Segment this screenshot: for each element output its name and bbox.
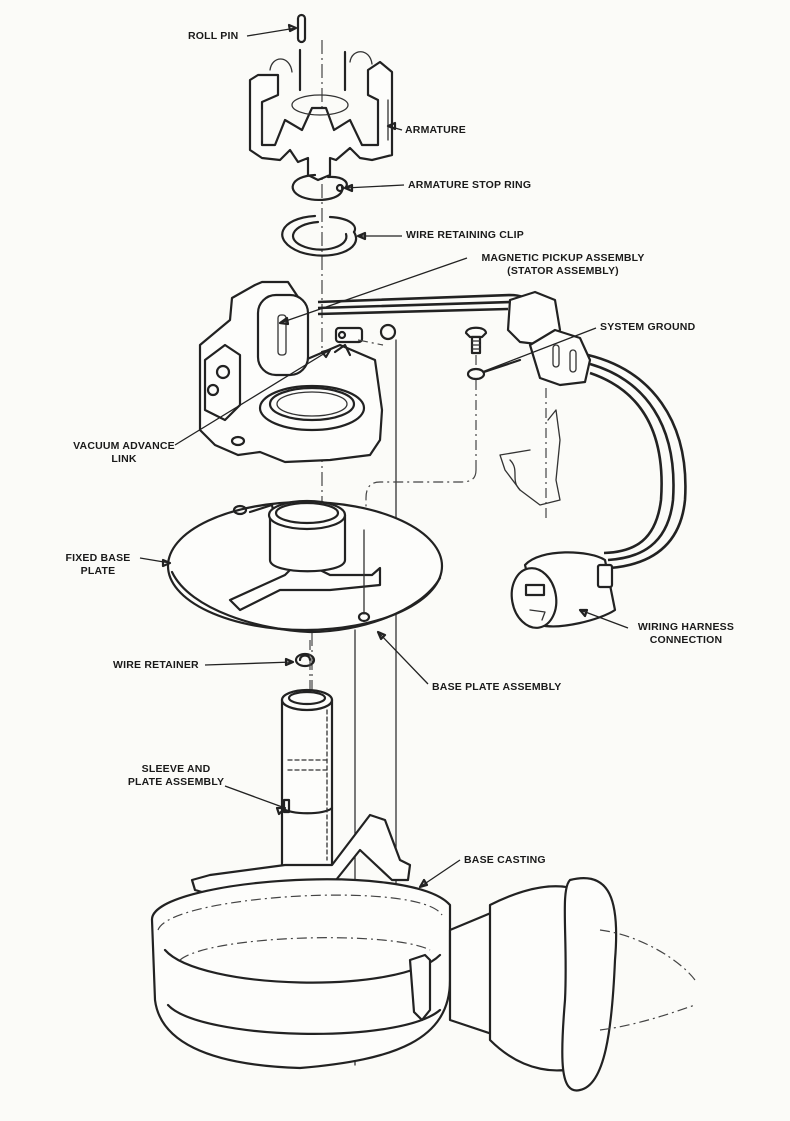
label-armature-stop-ring: ARMATURE STOP RING	[408, 179, 532, 191]
bracket-fragment	[499, 409, 561, 506]
label-system-ground: SYSTEM GROUND	[600, 321, 696, 333]
harness-cable	[587, 353, 687, 570]
label-base-casting: BASE CASTING	[464, 854, 546, 866]
wiring-harness-connector	[510, 551, 617, 629]
wire-retaining-clip	[281, 214, 358, 257]
label-vacuum-advance-line2: LINK	[111, 453, 137, 465]
pickup-connector	[506, 290, 592, 520]
base-casting	[150, 877, 696, 1092]
label-wire-retainer: WIRE RETAINER	[113, 659, 199, 671]
pickup-lead-wires	[317, 293, 534, 316]
callout-leaders	[139, 23, 629, 889]
label-vacuum-advance-line1: VACUUM ADVANCE	[73, 440, 175, 452]
label-magnetic-pickup-assembly: MAGNETIC PICKUP ASSEMBLY (STATOR ASSEMBL…	[468, 252, 658, 278]
label-magnetic-pickup-line2: (STATOR ASSEMBLY)	[507, 265, 619, 277]
roll-pin	[296, 13, 307, 44]
label-wiring-harness-connection: WIRING HARNESS CONNECTION	[630, 621, 742, 647]
label-fixed-base-plate-line1: FIXED BASE	[65, 552, 131, 564]
label-base-plate-assembly: BASE PLATE ASSEMBLY	[432, 681, 562, 693]
label-armature: ARMATURE	[405, 124, 466, 136]
stator-assembly	[198, 280, 397, 464]
label-magnetic-pickup-line1: MAGNETIC PICKUP ASSEMBLY	[481, 252, 645, 264]
label-sleeve-plate-line2: PLATE ASSEMBLY	[127, 776, 225, 788]
label-vacuum-advance-link: VACUUM ADVANCE LINK	[68, 440, 180, 466]
fixed-base-plate	[166, 499, 444, 634]
label-fixed-base-plate-line2: PLATE	[80, 565, 116, 577]
label-wiring-harness-line1: WIRING HARNESS	[637, 621, 735, 633]
label-sleeve-and-plate-assembly: SLEEVE AND PLATE ASSEMBLY	[124, 763, 228, 789]
label-wire-retaining-clip: WIRE RETAINING CLIP	[406, 229, 524, 241]
label-fixed-base-plate: FIXED BASE PLATE	[58, 552, 138, 578]
label-wiring-harness-line2: CONNECTION	[649, 634, 723, 646]
label-roll-pin: ROLL PIN	[188, 30, 239, 42]
ground-screw	[365, 326, 522, 612]
armature	[248, 48, 394, 182]
label-sleeve-plate-line1: SLEEVE AND	[141, 763, 211, 775]
